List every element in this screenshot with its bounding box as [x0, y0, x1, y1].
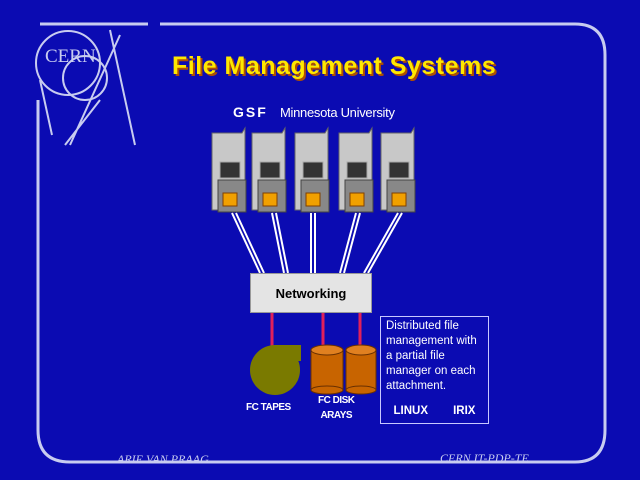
os-linux: LINUX [393, 405, 429, 417]
footer-author: ARIE VAN PRAAG [117, 452, 209, 466]
description-box: Distributed file management with a parti… [380, 316, 489, 424]
server-links [231, 212, 403, 274]
storage-links [270, 312, 362, 348]
server-icon [380, 126, 416, 213]
server-icon [338, 126, 374, 213]
disk-label-line2: ARAYS [320, 410, 353, 421]
slide-title: File Management Systems [172, 52, 497, 80]
networking-label: Networking [275, 285, 347, 301]
networking-box: Networking [250, 273, 372, 313]
server-icon [294, 126, 330, 213]
cern-logo-icon [35, 29, 136, 146]
footer-group: CERN IT-PDP-TE [440, 451, 529, 465]
site-subtitle: Minnesota University [280, 105, 395, 120]
disk-array-icon [310, 344, 377, 395]
tape-drive-icon [250, 345, 301, 395]
disk-label-line1: FC DISK [318, 395, 355, 406]
site-name: GSF [233, 104, 268, 120]
cern-logo-text: CERN [45, 46, 96, 67]
disk-label: FC DISK ARAYS [318, 393, 355, 423]
os-irix: IRIX [453, 405, 476, 417]
description-text: Distributed file management with a parti… [386, 320, 477, 392]
tapes-label: FC TAPES [246, 402, 291, 413]
server-icon [251, 126, 287, 213]
server-icon [211, 126, 247, 213]
